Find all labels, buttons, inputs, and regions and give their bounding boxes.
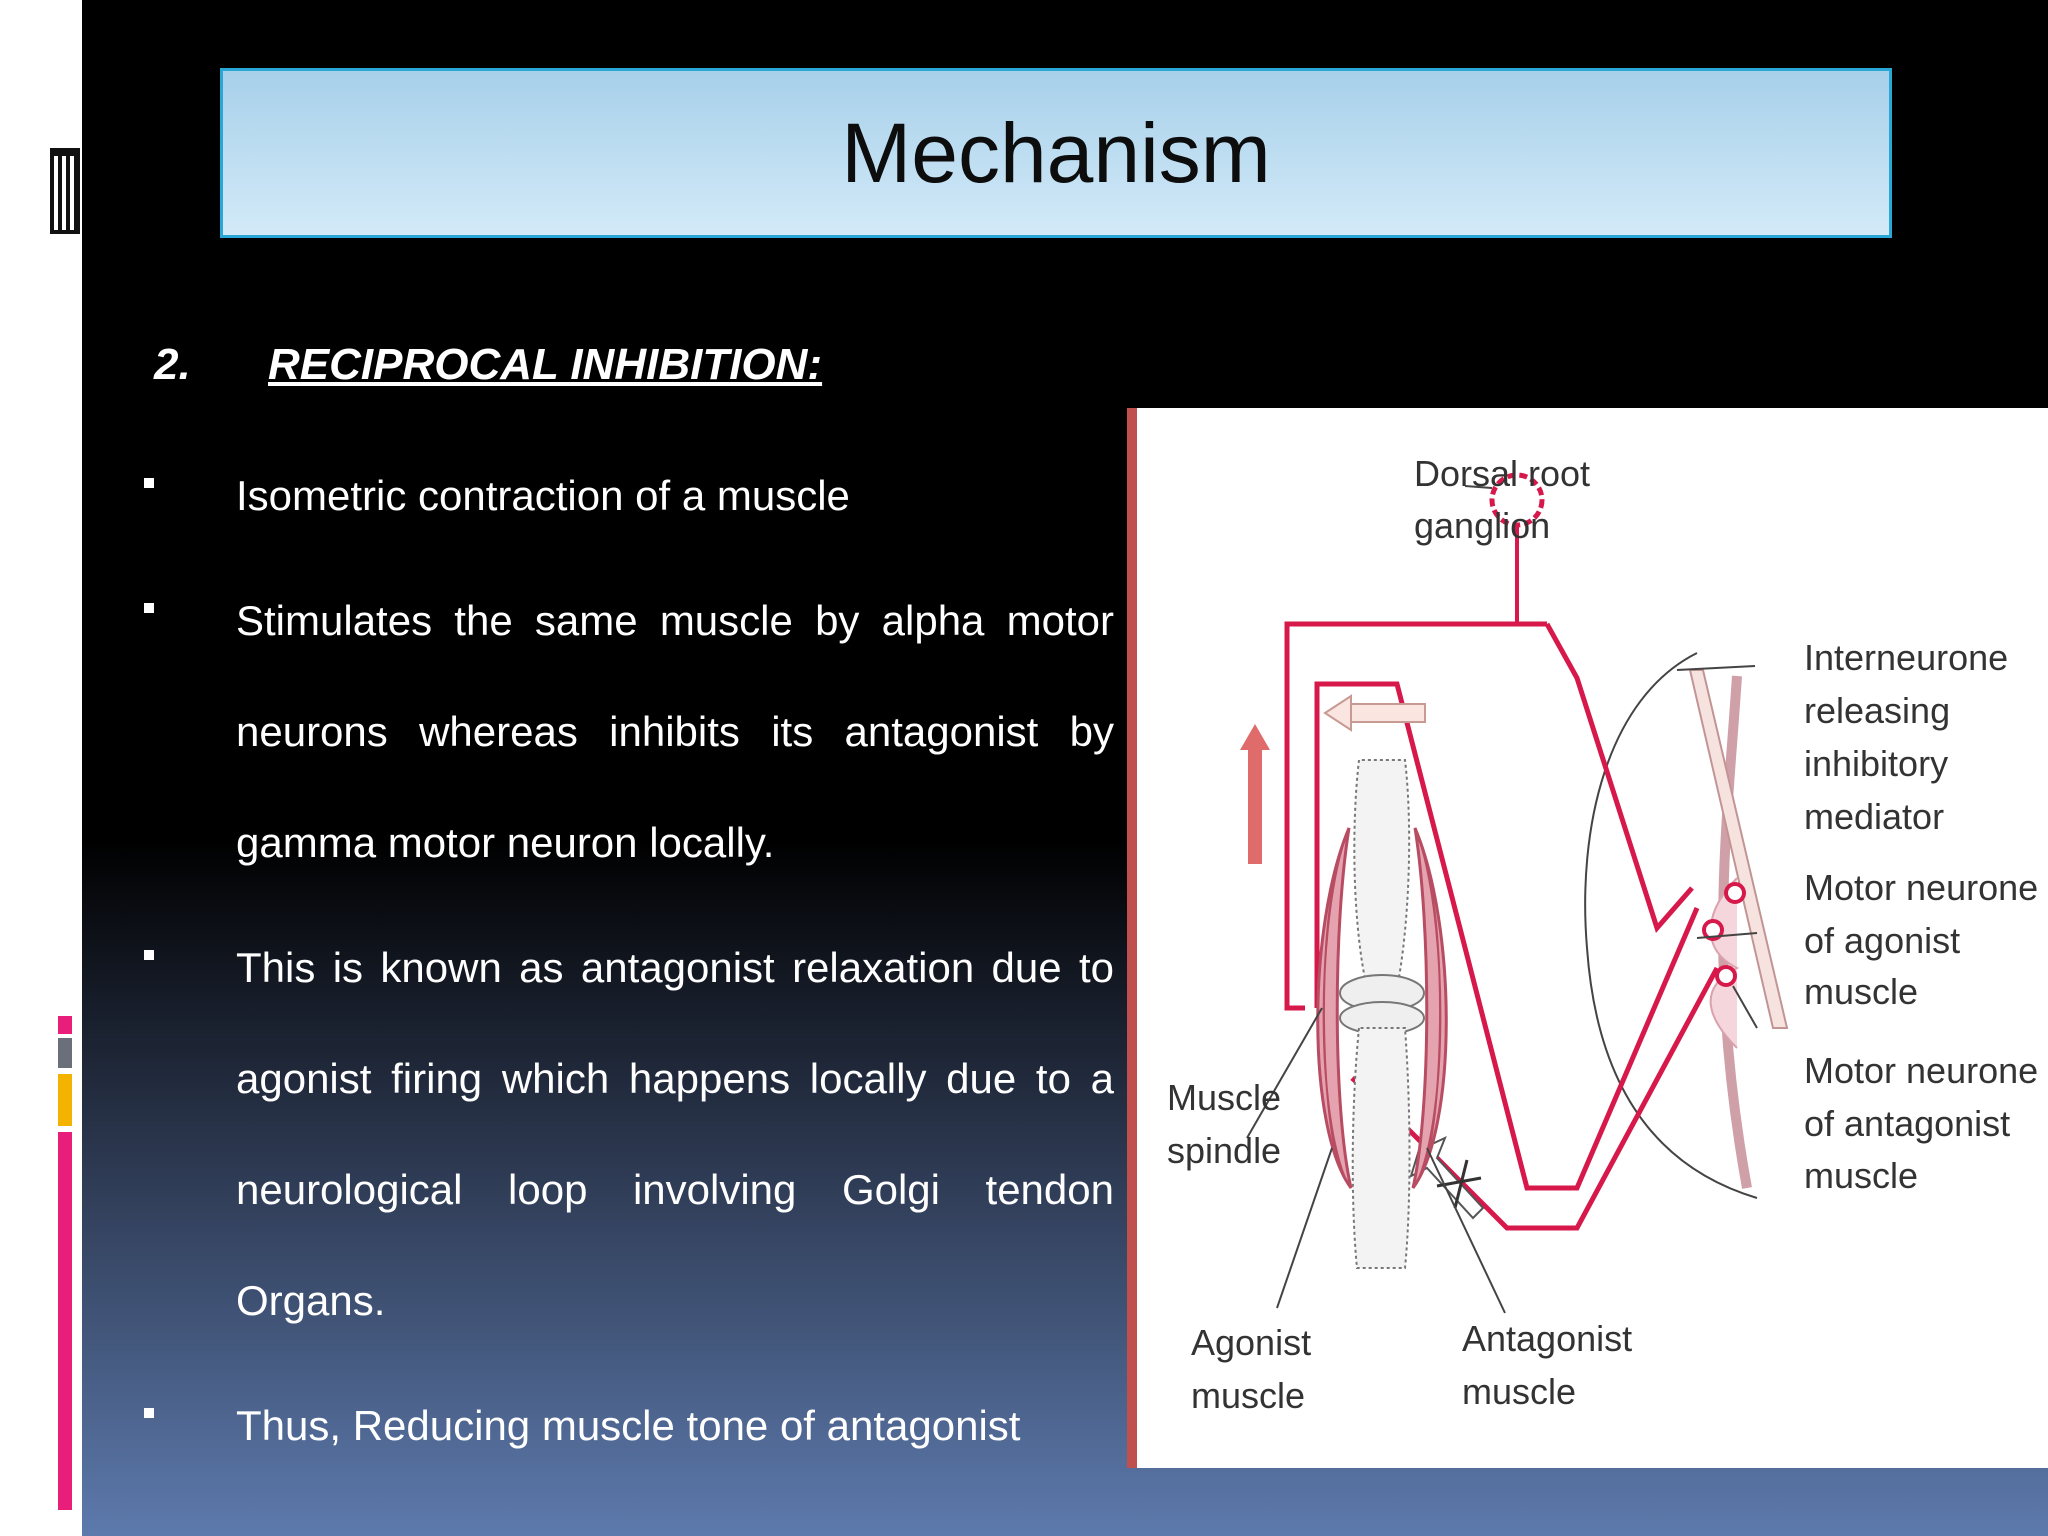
deco-stripe (54, 156, 58, 230)
up-arrow-shaft (1248, 744, 1262, 864)
label-dorsal-root: Dorsal root (1414, 453, 1590, 494)
bullet-text: This is known as antagonist relaxation d… (236, 944, 1114, 1324)
label-agonist-muscle-text: muscle (1804, 971, 1918, 1012)
interneurone-bar (1688, 669, 1789, 1029)
title-box: Mechanism (220, 68, 1892, 238)
ganglion-pointer (1464, 485, 1493, 489)
motor-neurone-cell-icon (1702, 919, 1724, 941)
sensory-nerve-outer (1284, 621, 1547, 1011)
deco-bar-orange (58, 1074, 72, 1126)
pointer-line (1732, 985, 1758, 1029)
label-agonist: Agonist (1191, 1322, 1311, 1363)
sensory-nerve-outer-right (1544, 622, 1694, 933)
deco-bar-pink (58, 1016, 72, 1034)
pointer-line (1426, 1147, 1506, 1314)
left-arrow-icon (1323, 694, 1352, 732)
pointer-line (1676, 665, 1756, 671)
bone-upper (1353, 759, 1411, 989)
motor-neurone-antagonist-icon (1715, 965, 1737, 987)
label-motor-neurone-antagonist: Motor neurone (1804, 1050, 2038, 1091)
motor-nerve-inner (1314, 681, 1700, 1191)
spinal-cord-outline (1584, 652, 1758, 1199)
left-arrow-shaft (1348, 703, 1426, 723)
label-inhibitory: inhibitory (1804, 743, 1948, 784)
bullet-square-icon (144, 603, 154, 613)
bullet-square-icon (144, 478, 154, 488)
slide: Mechanism 2. RECIPROCAL INHIBITION: Isom… (82, 0, 2048, 1536)
label-ganglion: ganglion (1414, 505, 1550, 546)
bullet-text: Thus, Reducing muscle tone of antagonist (236, 1402, 1021, 1449)
bullet-square-icon (144, 950, 154, 960)
label-mediator: mediator (1804, 796, 1944, 837)
label-of-antagonist: of antagonist (1804, 1103, 2010, 1144)
antagonist-muscle (1411, 827, 1448, 1189)
heading-number: 2. (154, 340, 191, 389)
label-muscle: Muscle (1167, 1077, 1281, 1118)
bone-lower (1351, 1027, 1411, 1269)
label-interneurone: Interneurone (1804, 637, 2008, 678)
heading-text: RECIPROCAL INHIBITION: (268, 340, 823, 389)
agonist-muscle-fibers (1322, 847, 1346, 1179)
label-antagonist: Antagonist (1462, 1318, 1632, 1359)
page-title: Mechanism (841, 105, 1271, 200)
left-decoration (0, 0, 82, 1536)
deco-bar-gray (58, 1038, 72, 1068)
pointer-line (1696, 932, 1758, 939)
block-mark (1453, 1159, 1469, 1209)
motor-neurone-agonist-icon (1724, 882, 1746, 904)
label-motor-neurone-agonist: Motor neurone (1804, 867, 2038, 908)
label-releasing: releasing (1804, 690, 1950, 731)
up-arrow-icon (1240, 724, 1270, 750)
pointer-line (1246, 1007, 1323, 1139)
deco-stripe (70, 156, 74, 230)
antagonist-muscle-fibers (1418, 847, 1442, 1179)
bullet-text: Isometric contraction of a muscle (236, 472, 850, 519)
bullet-text: Stimulates the same muscle by alpha moto… (236, 597, 1114, 866)
deco-stripe (62, 156, 66, 230)
deco-bar-pink-long (58, 1132, 72, 1510)
bullet-square-icon (144, 1408, 154, 1418)
reciprocal-inhibition-diagram: Dorsal root ganglion Interneurone releas… (1127, 408, 2048, 1468)
pointer-line (1276, 1147, 1333, 1309)
label-antagonist-muscle-text: muscle (1804, 1155, 1918, 1196)
agonist-muscle (1316, 827, 1353, 1189)
label-antagonist-muscle: muscle (1462, 1371, 1576, 1412)
label-agonist-muscle: muscle (1191, 1375, 1305, 1416)
label-spindle: spindle (1167, 1130, 1281, 1171)
diagram-svg: Dorsal root ganglion Interneurone releas… (1167, 453, 2038, 1416)
label-of-agonist: of agonist (1804, 920, 1960, 961)
